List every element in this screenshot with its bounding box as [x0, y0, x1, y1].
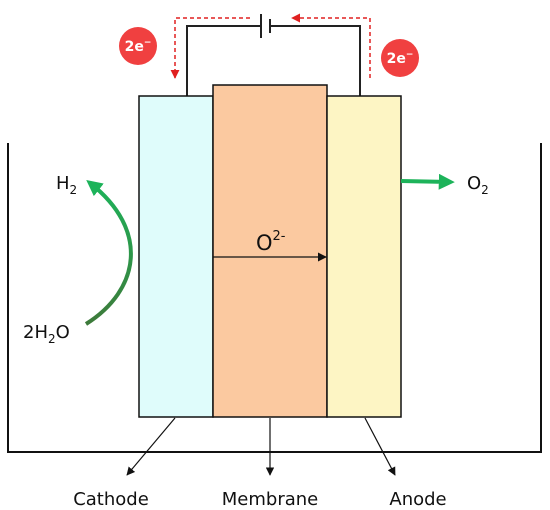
electron-badge-right: 2e− [381, 39, 419, 77]
external-wire [186, 25, 361, 96]
membrane-label: Membrane [222, 489, 318, 510]
membrane-layer [212, 84, 328, 418]
electrolyte-tank [7, 143, 542, 453]
hydrogen-evolution-arrow [84, 180, 133, 326]
battery-symbol-icon [260, 14, 271, 38]
svg-text:2e−: 2e− [125, 38, 152, 55]
cathode-layer [138, 95, 214, 418]
cathode-label: Cathode [73, 489, 149, 510]
hydrogen-label: H2 [56, 173, 77, 197]
anode-layer [326, 95, 402, 418]
anode-label: Anode [389, 489, 446, 510]
oxygen-label: O2 [467, 173, 489, 197]
oxygen-evolution-arrow [400, 173, 455, 190]
anode-pointer-arrow [364, 417, 396, 476]
electron-flow-right-arrow [291, 13, 371, 78]
cathode-pointer-arrow [126, 417, 176, 476]
svg-text:2e−: 2e− [387, 50, 414, 67]
electron-badge-left: 2e− [119, 27, 157, 65]
electron-flow-left-arrow [170, 17, 250, 79]
ion-label: O2- [256, 229, 286, 255]
water-label: 2H2O [23, 322, 70, 346]
